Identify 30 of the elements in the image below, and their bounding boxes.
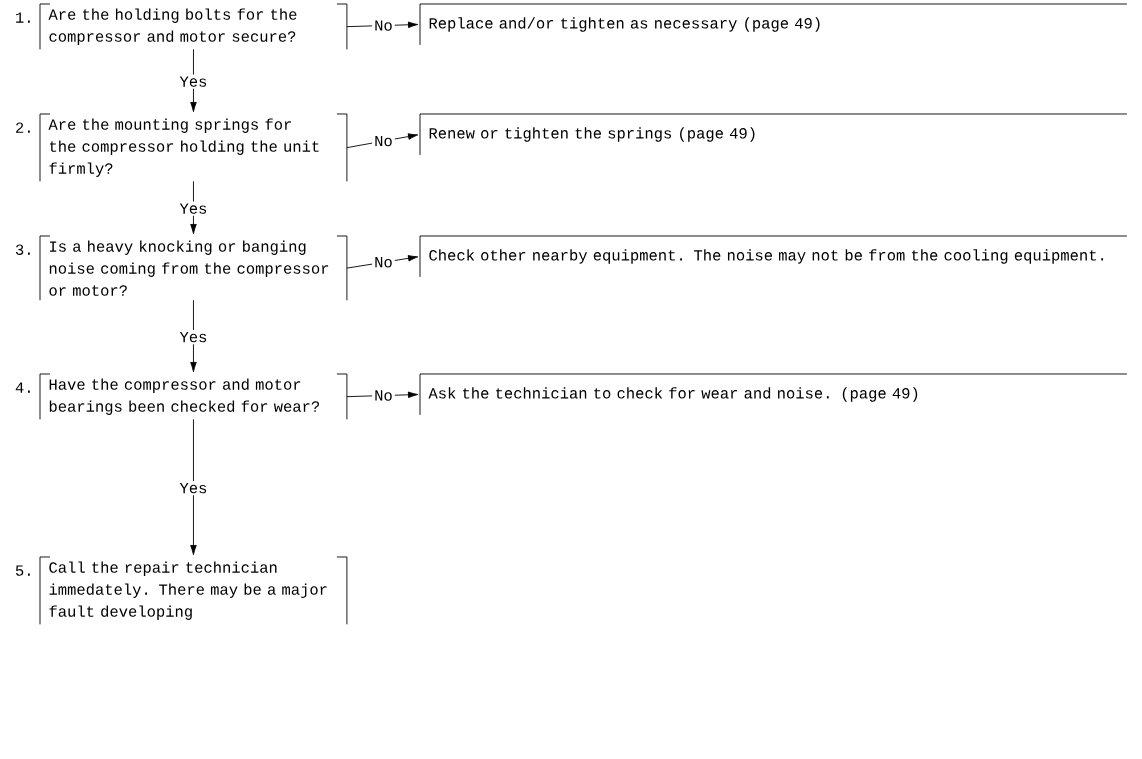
action-box: Replace and/or tighten as necessary (page 49) bbox=[419, 3, 1128, 46]
edge-label: Yes bbox=[177, 481, 210, 496]
question-box: Are the mounting springs for the compressor holding the unit firmly? bbox=[39, 113, 348, 182]
arrow bbox=[190, 48, 197, 113]
question-box: Call the repair technician immedately. There may be a major fault developing bbox=[39, 556, 348, 625]
edge-label: No bbox=[372, 18, 395, 33]
edge-label: No bbox=[372, 255, 395, 270]
arrow bbox=[346, 133, 419, 149]
action-box: Renew or tighten the springs (page 49) bbox=[419, 113, 1128, 156]
question-box: Is a heavy knocking or banging noise coming from the compressor or motor? bbox=[39, 235, 348, 301]
step-number: 2. bbox=[16, 122, 30, 133]
edge-label: Yes bbox=[177, 74, 210, 89]
edge-label: No bbox=[372, 388, 395, 403]
arrow bbox=[190, 299, 197, 373]
arrow bbox=[346, 21, 419, 29]
step-number: 5. bbox=[15, 565, 30, 576]
edge-label: No bbox=[372, 133, 395, 149]
edge-label: Yes bbox=[177, 201, 210, 216]
arrow bbox=[346, 255, 419, 269]
step-number: 3. bbox=[15, 244, 30, 255]
arrow bbox=[346, 391, 419, 399]
action-box: Ask the technician to check for wear and noise. (page 49) bbox=[419, 373, 1128, 416]
action-box: Check other nearby equipment. The noise may not be from the cooling equipment. bbox=[419, 235, 1128, 278]
question-box: Have the compressor and motor bearings been checked for wear? bbox=[39, 373, 348, 420]
arrow bbox=[190, 180, 197, 235]
step-number: 4. bbox=[15, 382, 30, 393]
edge-label: Yes bbox=[177, 329, 210, 345]
step-number: 1. bbox=[16, 12, 30, 23]
question-box: Are the holding bolts for the compressor and motor secure? bbox=[39, 3, 348, 50]
arrow bbox=[190, 418, 197, 556]
